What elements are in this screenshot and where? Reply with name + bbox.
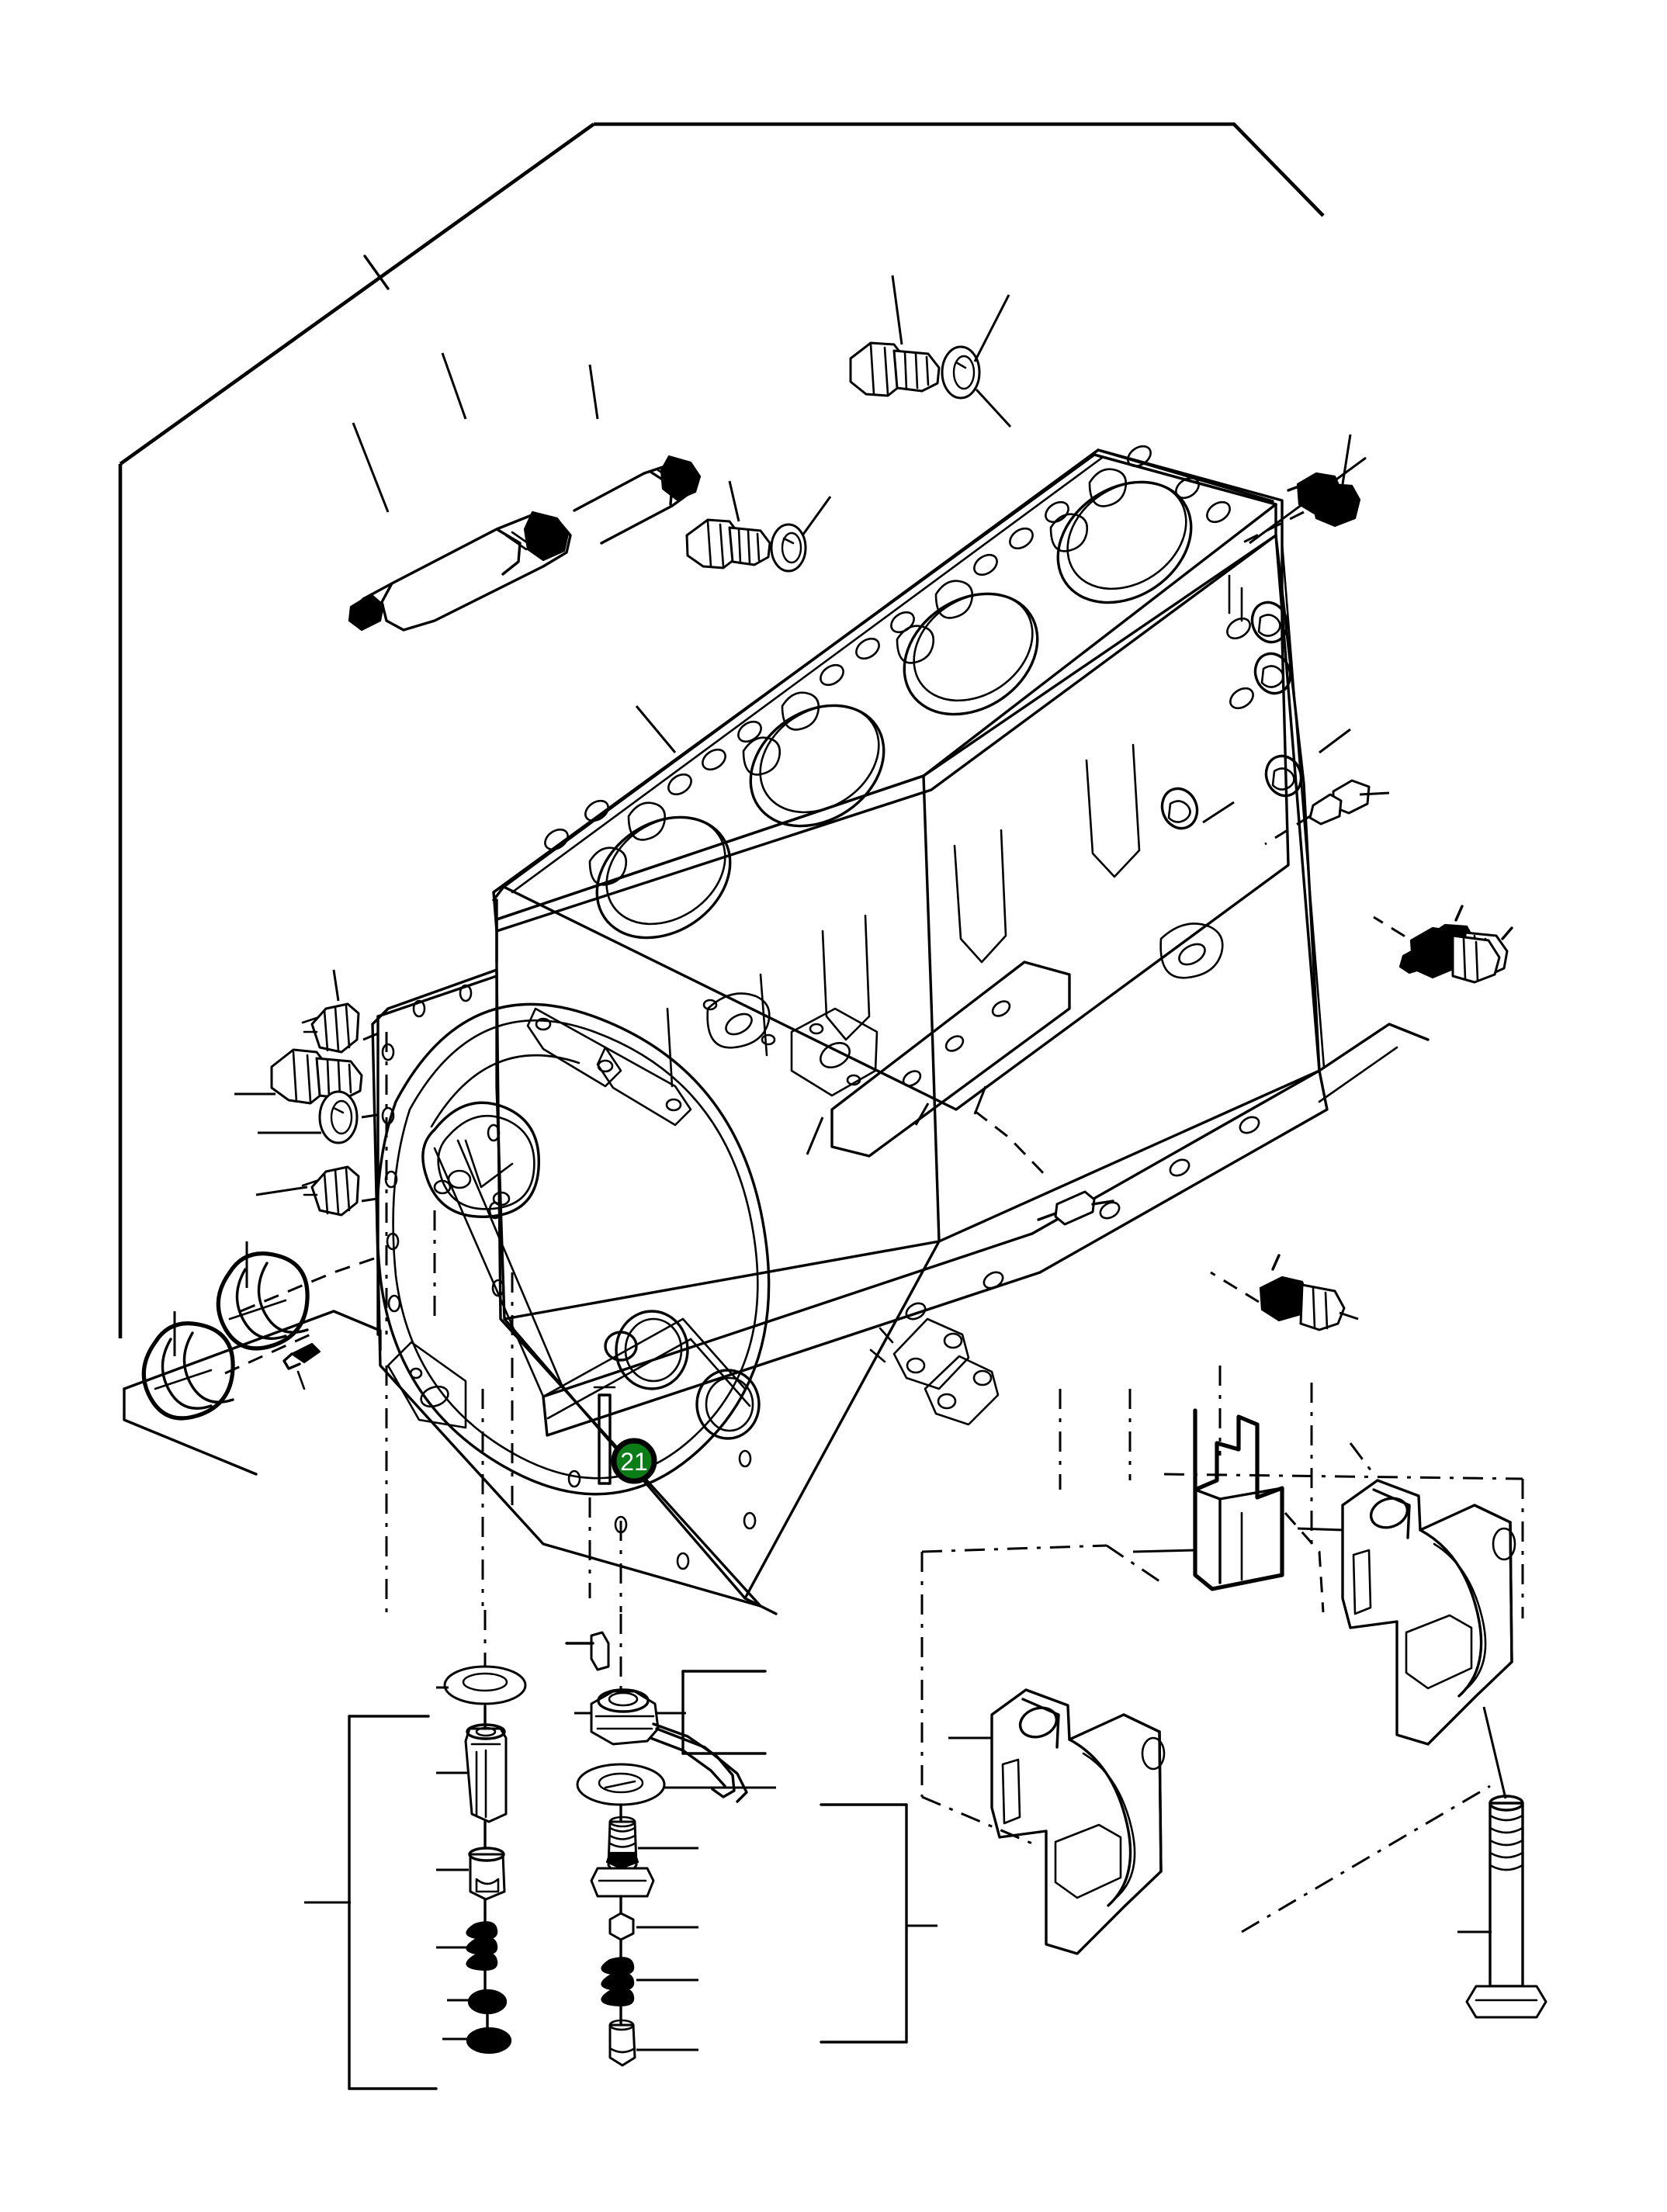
- screw-plug-left-upper: [270, 1048, 363, 1105]
- assembly-path-core-plug-rear: [1241, 511, 1305, 545]
- leader-side-rail: [914, 1103, 930, 1126]
- leader-thrust-plate: [1132, 1549, 1196, 1553]
- dowel-pin-rear: [1308, 779, 1371, 826]
- rear-face-bosses: [1160, 574, 1303, 830]
- leader-washer-upper-2: [975, 388, 1012, 428]
- plug-right-top: [1287, 472, 1343, 515]
- center-line-cap-rear-3: [1349, 1442, 1375, 1475]
- timing-gear-housing-face: [371, 968, 771, 1608]
- core-plug-left-small: [301, 1165, 360, 1217]
- leader-oil-jet: [973, 1085, 987, 1115]
- bushing-location-outline-2: [123, 1387, 258, 1476]
- retaining-clip: [565, 1631, 610, 1671]
- phantom-line-cap-front-3: [921, 1544, 1107, 1553]
- svg-text:21: 21: [620, 1448, 648, 1476]
- leader-main-bearing-cap-rear: [1297, 1527, 1343, 1532]
- plug-right-lower: [1259, 1254, 1346, 1331]
- camshaft-idler-shaft: [348, 352, 702, 632]
- leader-washer-small-upper: [801, 496, 832, 536]
- leader-core-plug-left-small: [255, 1186, 308, 1196]
- bushing-location-outline: [123, 1310, 382, 1390]
- screw-plug-large-upper: [849, 341, 941, 397]
- drawing-border: [118, 122, 1325, 1338]
- leader-rear-face: [1319, 728, 1351, 754]
- leader-core-plug-rear-top: [1341, 434, 1352, 485]
- head-bolt-holes: [544, 445, 1254, 851]
- leader-screw-plug-large-upper: [891, 275, 903, 345]
- leader-rear-boss: [1202, 801, 1235, 824]
- front-cover-links: [526, 1007, 692, 1127]
- assembly-path-bushing-2: [224, 1333, 311, 1375]
- dowel-pin-front: [282, 1342, 321, 1390]
- phantom-line-cap-rear: [1163, 1473, 1523, 1480]
- side-mount-pad: [790, 1007, 879, 1097]
- leader-core-plug-left-top: [332, 969, 340, 1002]
- relief-valve-assembly: [304, 1610, 527, 2090]
- oil-jet-pin: [1037, 1190, 1114, 1226]
- main-bearing-cap-rear: [1341, 1479, 1516, 1746]
- water-passage-ports: [588, 468, 1128, 886]
- leader-dowel-pin-rear: [1359, 791, 1390, 796]
- camshaft-bushing-rear: [216, 1251, 310, 1351]
- leader-screw-plug-small-upper: [728, 480, 740, 522]
- highlight-badge-21[interactable]: 21: [611, 1438, 657, 1484]
- oil-nozzle-bolt: [590, 1816, 655, 1898]
- nozzle-lever: [655, 1727, 748, 1803]
- leader-bolt-to-cap: [1482, 1706, 1507, 1799]
- leader-plug-right-lower: [1339, 1311, 1359, 1321]
- sealing-washer-upper: [941, 345, 981, 400]
- main-bearing-cap-front: [990, 1688, 1166, 1955]
- assembly-path-plug-left: [362, 1030, 383, 1041]
- assembly-path-dowel-rear: [1264, 815, 1311, 846]
- camshaft-bushing-front: [141, 1321, 235, 1421]
- relief-valve-spring: [466, 1921, 498, 1971]
- assembly-path-thrust-plate: [1284, 1512, 1325, 1613]
- phantom-line-cap-front-2: [921, 1795, 1033, 1845]
- phantom-line-cap-front-4: [1106, 1544, 1165, 1586]
- main-bearing-cap-bolt: [1465, 1795, 1547, 2019]
- leader-washer-upper: [973, 294, 1010, 362]
- oil-nozzle-assembly: [565, 1614, 937, 2067]
- leader-block-deck: [635, 705, 677, 753]
- cylinder-bores: [595, 480, 1193, 940]
- chain-linkage-detail: [869, 1317, 1000, 1426]
- sealing-washer-small-upper: [770, 523, 807, 573]
- assembly-path-plug-right-lower: [1210, 1271, 1260, 1303]
- screw-plug-right-mid: [1409, 926, 1501, 984]
- thrust-plate: [1193, 1408, 1284, 1591]
- sealing-washer-left: [318, 1090, 359, 1144]
- assembly-path-washer-left: [361, 1113, 383, 1119]
- core-plug-left-top: [301, 1002, 360, 1054]
- assembly-path-oil-jet: [974, 1109, 1051, 1181]
- screw-plug-small-upper: [685, 518, 771, 569]
- assembly-path-bushing: [240, 1255, 379, 1313]
- oil-nozzle-spring: [601, 1957, 635, 2006]
- leader-oil-gallery: [806, 1116, 824, 1155]
- phantom-line-bolt: [1241, 1784, 1491, 1933]
- assembly-path-core-plug-left: [361, 1196, 383, 1203]
